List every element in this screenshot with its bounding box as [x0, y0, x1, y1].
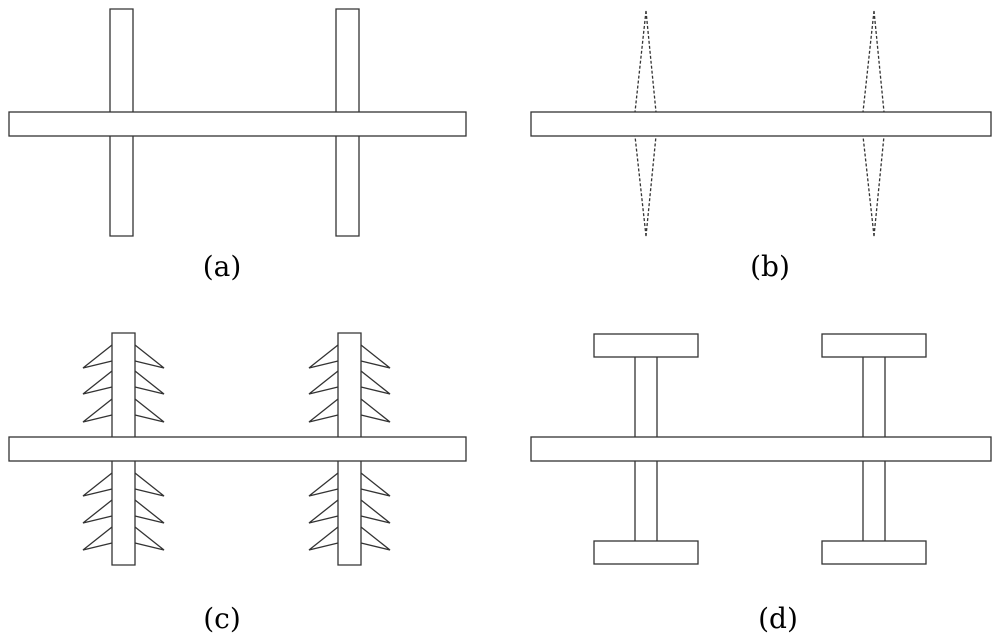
- spindle-left: [634, 10, 657, 237]
- plate: [8, 436, 467, 462]
- rib-right: [337, 332, 362, 566]
- barbs-right-upper: [308, 344, 391, 423]
- panel-b: [530, 10, 992, 237]
- rib-left: [111, 332, 136, 566]
- rib-left: [109, 8, 134, 237]
- barbs-right-lower: [308, 472, 391, 551]
- caption-d: (d): [758, 602, 798, 635]
- caption-a: (a): [203, 250, 242, 283]
- barbs-left-upper: [82, 344, 165, 423]
- panel-d: [530, 333, 992, 565]
- panel-a: [8, 8, 467, 237]
- plate: [530, 111, 992, 137]
- plate: [530, 436, 992, 462]
- rib-right: [335, 8, 360, 237]
- ibeam-left: [593, 333, 699, 565]
- barbs-left-lower: [82, 472, 165, 551]
- panel-c: [8, 332, 467, 566]
- ibeam-right: [821, 333, 927, 565]
- caption-b: (b): [750, 250, 790, 283]
- plate: [8, 111, 467, 137]
- caption-c: (c): [203, 602, 241, 635]
- spindle-right: [862, 10, 885, 237]
